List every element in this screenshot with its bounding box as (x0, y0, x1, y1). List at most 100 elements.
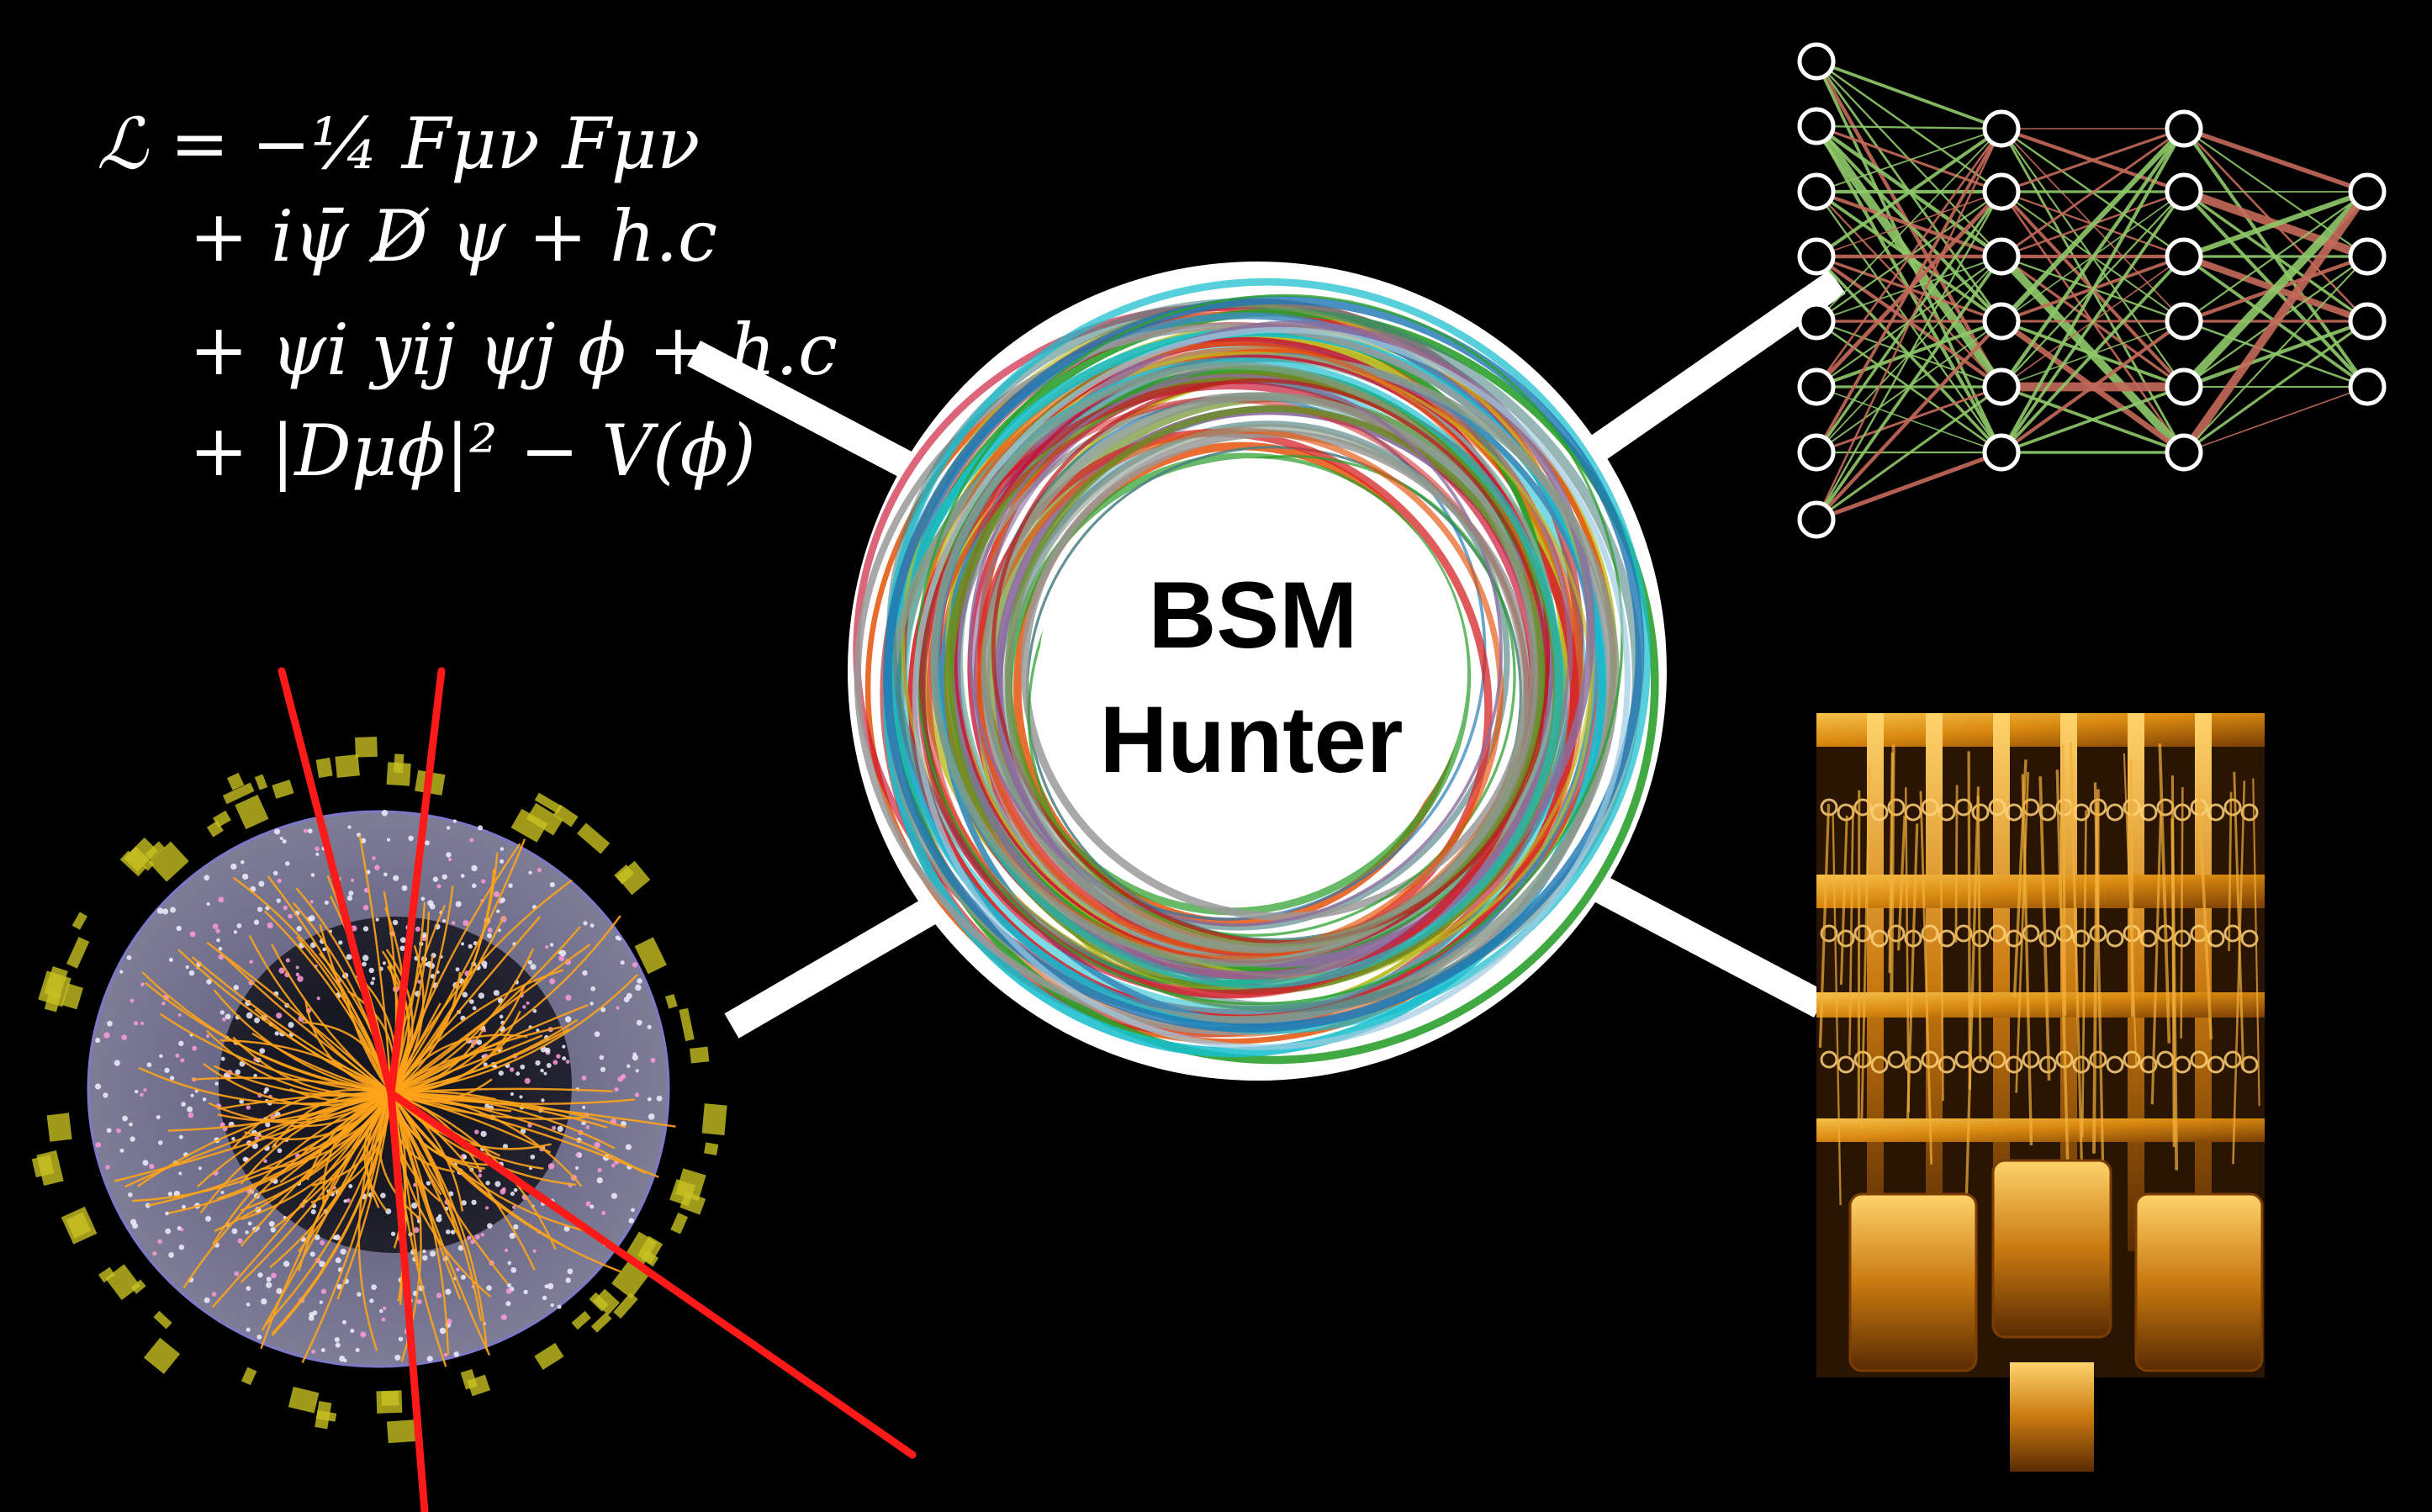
qc-coil (2106, 803, 2124, 822)
detector-hit (315, 852, 320, 856)
nn-edge (2183, 191, 2368, 322)
detector-hit (500, 859, 505, 864)
detector-hit (420, 896, 426, 901)
detector-hit (544, 1284, 549, 1289)
detector-hit (386, 838, 391, 842)
detector-hit (648, 1113, 655, 1120)
detector-hit (461, 1200, 467, 1206)
detector-hit (510, 1192, 515, 1197)
detector-hit (360, 1331, 367, 1338)
detector-hit (240, 859, 245, 864)
detector-hit (189, 931, 196, 938)
calorimeter-tower (460, 1368, 478, 1390)
detector-hit (165, 1211, 169, 1216)
qc-wire (2038, 776, 2051, 1081)
qc-coil (1870, 1055, 1889, 1074)
detector-hit (520, 1064, 526, 1070)
orange-track (269, 1092, 393, 1269)
detector-hit (249, 960, 253, 965)
detector-hit (198, 1166, 202, 1171)
detector-hit (276, 1287, 283, 1295)
detector-hit (562, 1056, 567, 1061)
orange-track (336, 1092, 393, 1300)
detector-hit (204, 875, 210, 881)
detector-hit (636, 1019, 642, 1026)
connector-to-quantum-computer (1583, 870, 1827, 1018)
detector-hit (426, 1356, 433, 1362)
detector-hit (254, 1017, 260, 1023)
nn-node (2165, 109, 2203, 148)
detector-hit (285, 958, 290, 963)
detector-hit (415, 926, 420, 932)
qc-coil (2190, 1050, 2208, 1069)
lagrangian-term-1: ℒ = −¼ Fμν Fμν (97, 103, 700, 185)
detector-hit (632, 1052, 637, 1057)
detector-hit (161, 1002, 166, 1006)
detector-hit (502, 1144, 509, 1150)
orange-track (389, 886, 454, 1094)
detector-hit (416, 1298, 422, 1305)
detector-hit (277, 878, 282, 884)
detector-hit (486, 1285, 492, 1291)
detector-hit (145, 1203, 151, 1208)
nn-edge (2000, 128, 2186, 453)
detector-hit (537, 867, 542, 873)
detector-hit (532, 1008, 537, 1013)
detector-hit (589, 1204, 595, 1209)
nn-edge (2183, 126, 2368, 194)
detector-hit (424, 840, 430, 846)
detector-hit (510, 1092, 515, 1097)
calorimeter-tower (534, 1342, 564, 1371)
detector-hit (303, 828, 308, 833)
red-tracks (278, 667, 917, 1512)
detector-hit (282, 838, 287, 844)
detector-hit (180, 1228, 184, 1232)
calorimeter-tower (335, 754, 360, 778)
orange-track (240, 1092, 393, 1283)
nn-node (2165, 433, 2203, 472)
nn-node (1797, 433, 1836, 472)
detector-hit (369, 1298, 374, 1303)
detector-hit (575, 1153, 580, 1157)
detector-hit (446, 1319, 452, 1324)
detector-hit (140, 982, 145, 986)
detector-hit (460, 874, 465, 878)
detector-hit (392, 919, 399, 926)
detector-hit (581, 1075, 587, 1081)
detector-hit (270, 1227, 276, 1233)
detector-hit (94, 1083, 102, 1090)
detector-hit (656, 1095, 663, 1102)
detector-hit (509, 1067, 515, 1072)
detector-hit (178, 1244, 185, 1250)
detector-hit (121, 1034, 128, 1040)
detector-hit (441, 874, 447, 880)
detector-hit (159, 1054, 163, 1059)
detector-hit (253, 919, 260, 925)
detector-hit (362, 905, 369, 911)
calorimeter-tower (679, 1007, 695, 1042)
qc-coil (2207, 929, 2225, 948)
calorimeter-tower (38, 970, 71, 1007)
qc-coil (2240, 1055, 2259, 1074)
detector-hit (362, 961, 367, 967)
orange-track (263, 910, 393, 1094)
detector-hit (611, 1163, 616, 1168)
calorimeter-tower (119, 850, 147, 877)
detector-hit (295, 972, 300, 977)
detector-hit (276, 898, 281, 903)
qc-plate (1816, 1118, 2265, 1142)
detector-hit (528, 870, 532, 875)
detector-hit (617, 1076, 624, 1082)
qc-coil (1887, 924, 1906, 943)
detector-hit (265, 1122, 271, 1128)
detector-hit (452, 819, 457, 823)
calorimeter-tower (571, 1310, 591, 1330)
orange-track (208, 1092, 392, 1124)
detector-hit (340, 1248, 346, 1255)
orange-track (177, 949, 392, 1095)
nn-node (1797, 500, 1836, 539)
qc-wire (2080, 810, 2087, 1138)
orange-track (390, 974, 638, 1095)
detector-hit (247, 1221, 252, 1226)
detector-hit (446, 826, 451, 830)
